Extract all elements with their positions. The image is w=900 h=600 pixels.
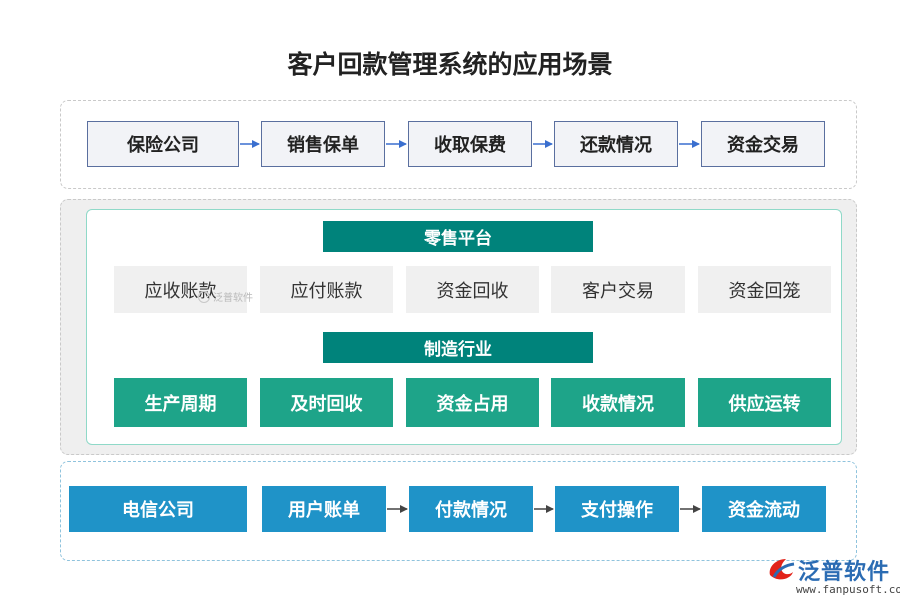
manufacturing-item: 收款情况: [551, 378, 685, 427]
manufacturing-item: 及时回收: [260, 378, 393, 427]
telecom-flow-step: 资金流动: [702, 486, 826, 532]
retail-item: 客户交易: [551, 266, 685, 313]
retail-item: 资金回笼: [698, 266, 831, 313]
telecom-flow-step: 支付操作: [555, 486, 679, 532]
watermark-text: 泛普软件: [213, 293, 253, 304]
insurance-flow-step: 销售保单: [261, 121, 385, 167]
insurance-flow-step: 还款情况: [554, 121, 678, 167]
manufacturing-item: 生产周期: [114, 378, 247, 427]
telecom-flow-step: 用户账单: [262, 486, 386, 532]
insurance-flow-step: 资金交易: [701, 121, 825, 167]
retail-item: 应付账款: [260, 266, 393, 313]
diagram-title: 客户回款管理系统的应用场景: [287, 50, 613, 79]
retail-item: 资金回收: [406, 266, 539, 313]
telecom-flow-step: 电信公司: [69, 486, 247, 532]
insurance-flow-step: 收取保费: [408, 121, 532, 167]
retail-platform-header: 零售平台: [323, 221, 593, 252]
logo-url: www.fanpusoft.com: [796, 583, 900, 596]
manufacturing-header: 制造行业: [323, 332, 593, 363]
telecom-flow-step: 付款情况: [409, 486, 533, 532]
watermark-icon: [198, 290, 210, 303]
insurance-flow-step: 保险公司: [87, 121, 239, 167]
manufacturing-item: 供应运转: [698, 378, 831, 427]
watermark-logo: 泛普软件: [198, 289, 253, 304]
brand-logo: 泛普软件 www.fanpusoft.com: [766, 553, 900, 597]
fanpu-logo-icon: [769, 559, 795, 580]
manufacturing-item: 资金占用: [406, 378, 539, 427]
logo-name: 泛普软件: [798, 560, 891, 585]
